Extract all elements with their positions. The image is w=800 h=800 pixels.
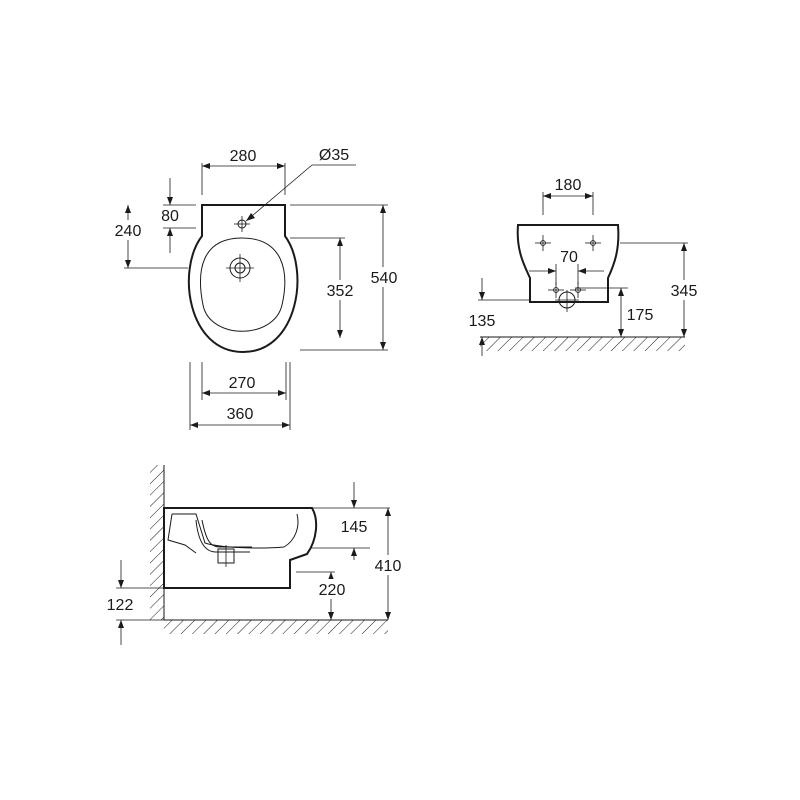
- dim-hole-depth: 80: [161, 208, 179, 225]
- dim-hole-spacing: 70: [560, 249, 578, 266]
- dim-floor-gap: 122: [107, 597, 134, 614]
- bowl-inner-profile: [172, 513, 299, 549]
- bidet-top-outline: [187, 204, 299, 354]
- waste-pipe: [195, 519, 252, 567]
- wall-hatch: [150, 465, 164, 620]
- rim-profile: [167, 513, 197, 554]
- tap-hole-marker: [234, 216, 250, 232]
- dim-drain-depth: 240: [115, 223, 142, 240]
- mounting-hole-left: [535, 235, 551, 251]
- floor-hatch-side: [164, 620, 388, 634]
- dim-outer-width: 360: [227, 406, 254, 423]
- bidet-side-outline: [163, 507, 318, 589]
- dim-outlet-height: 175: [627, 307, 654, 324]
- waste-outlet-icon: [555, 290, 579, 312]
- dim-front-height: 345: [671, 283, 698, 300]
- side-view: 145 410 220 122: [107, 465, 408, 645]
- dim-top-width: 280: [230, 148, 257, 165]
- bowl-inner-outline: [200, 237, 286, 332]
- dim-rim-height: 145: [341, 519, 368, 536]
- dim-hole-diameter: Ø35: [319, 147, 349, 164]
- dim-inner-width: 270: [229, 375, 256, 392]
- dim-total-length: 540: [371, 270, 398, 287]
- dim-base-height: 135: [469, 313, 496, 330]
- mounting-hole-right: [585, 235, 601, 251]
- dim-side-height: 410: [375, 558, 402, 575]
- front-view: 180 70 345 135 175: [469, 177, 704, 356]
- drain-icon: [226, 254, 254, 282]
- dim-front-width: 180: [555, 177, 582, 194]
- floor-hatch: [480, 337, 685, 351]
- top-view: 280 Ø35 80 240 352 540: [108, 147, 406, 430]
- dim-bowl-length: 352: [327, 283, 354, 300]
- bidet-front-outline: [516, 224, 620, 303]
- dim-outlet-side-height: 220: [319, 582, 346, 599]
